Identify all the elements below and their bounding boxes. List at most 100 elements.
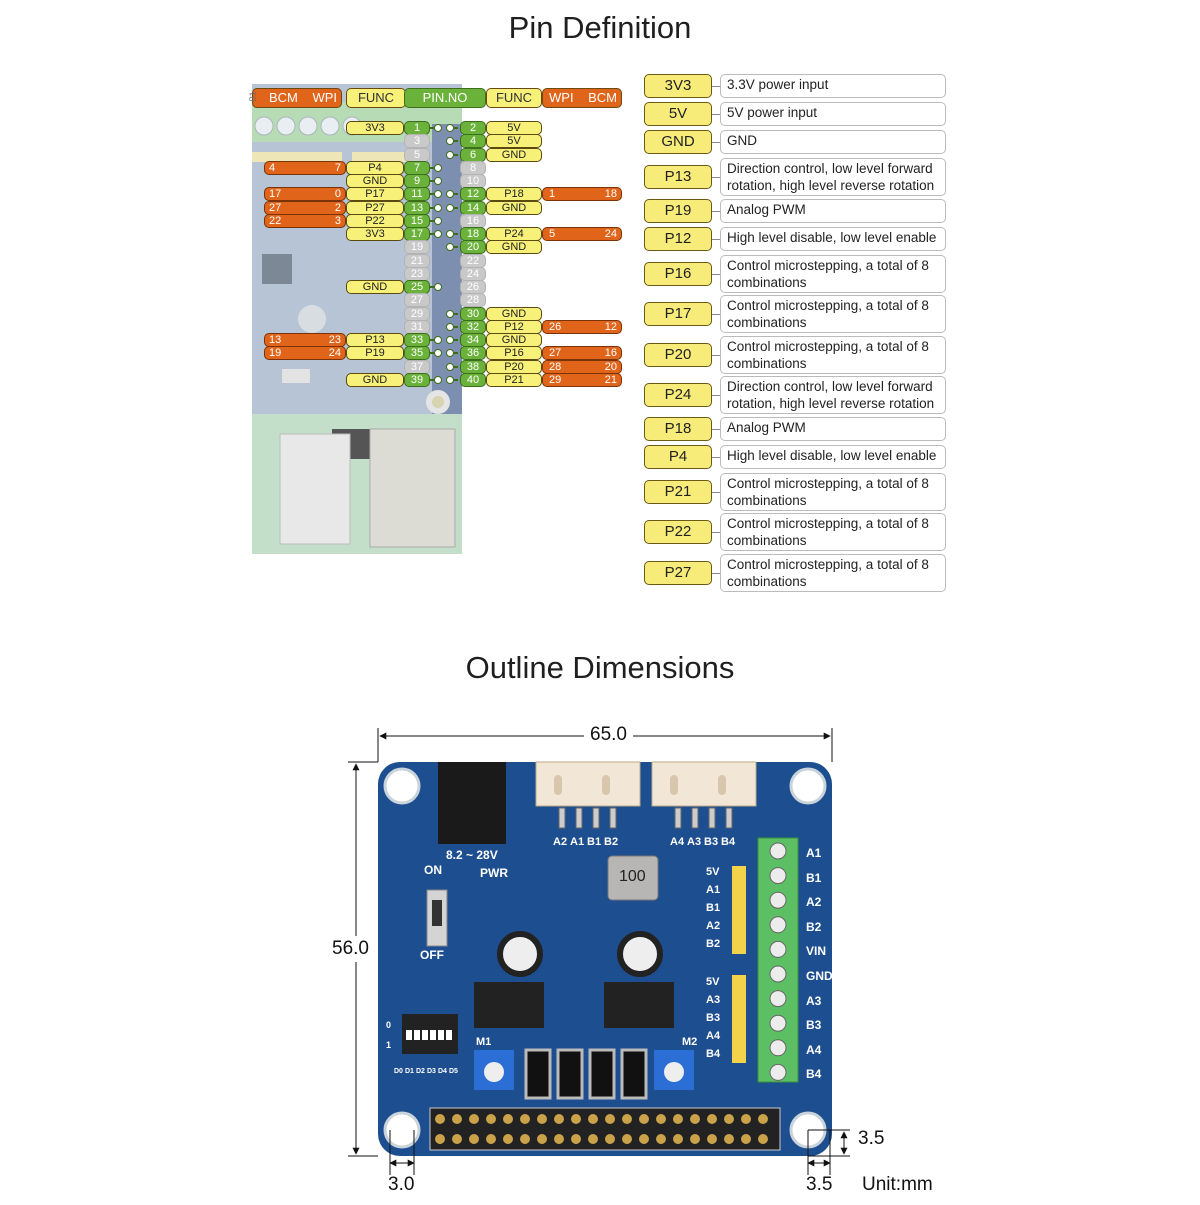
- header1-label: B2: [706, 938, 721, 950]
- dip-label: D2: [416, 1068, 425, 1075]
- gpio-pin: [554, 1114, 564, 1124]
- header1-label: 5V: [706, 866, 720, 878]
- dip-label: D4: [438, 1068, 447, 1075]
- terminal-screw: [769, 1063, 787, 1081]
- legend-key: P24: [644, 383, 712, 407]
- bcm-right: 18: [604, 188, 617, 201]
- gpio-pin: [622, 1134, 632, 1144]
- wpi-left: 24: [328, 347, 341, 360]
- func-label-right: GND: [486, 333, 542, 347]
- gpio-pin: [469, 1134, 479, 1144]
- legend-key: P19: [644, 198, 712, 223]
- func-label-left: 3V3: [346, 227, 404, 241]
- wpi-right: 26: [549, 320, 562, 333]
- pin-number-right: 32: [460, 319, 486, 334]
- gpio-pin: [605, 1114, 615, 1124]
- legend-key: P4: [644, 444, 712, 469]
- legend-key: P20: [644, 342, 712, 367]
- pin-number-left: 35: [404, 346, 430, 361]
- legend-description: Control microstepping, a total of 8 comb…: [720, 553, 946, 592]
- terminal-label: A1: [806, 846, 822, 860]
- wpi-left: 0: [334, 188, 341, 201]
- pin-connector-left: [430, 177, 442, 185]
- bcm-left: 19: [269, 347, 282, 360]
- motor1-pin-label: A2: [553, 836, 568, 848]
- func-label-right: P20: [486, 359, 542, 374]
- terminal-label: A3: [806, 993, 822, 1008]
- terminal-label: B4: [806, 1067, 822, 1082]
- pin-number-left: 3: [404, 134, 430, 149]
- bcm-left: 17: [269, 188, 282, 201]
- motor-connector-2: [651, 761, 757, 829]
- dip-label: D1: [405, 1068, 414, 1075]
- func-label-left: P27: [346, 200, 404, 215]
- pin-connector-right: [446, 349, 458, 358]
- terminal-screw: [769, 916, 787, 934]
- pin-connector-left: [430, 190, 442, 199]
- legend-connector: [712, 114, 720, 115]
- pwr-led-label: PWR: [480, 866, 508, 880]
- pin-number-left: 23: [404, 266, 430, 281]
- header1-label: A2: [706, 920, 721, 932]
- pin-connector-left: [430, 349, 442, 358]
- legend-connector: [712, 491, 720, 493]
- legend-connector: [712, 456, 720, 458]
- pin-number-right: 40: [460, 372, 486, 387]
- header2-label: B4: [706, 1048, 721, 1060]
- pin-number-left: 13: [404, 200, 430, 215]
- terminal-screw: [769, 1014, 787, 1032]
- pin-connector-right: [446, 243, 458, 252]
- gpio-pin: [469, 1114, 479, 1124]
- header-pin-no: PIN.NO: [404, 88, 486, 108]
- func-label-right: P18: [486, 187, 542, 202]
- gpio-pin: [605, 1134, 615, 1144]
- switch-off-label: OFF: [420, 948, 444, 962]
- motor-connector-1: [535, 761, 641, 829]
- pin-connector-left: [430, 203, 442, 212]
- func-label-right: GND: [486, 147, 542, 162]
- pin-connector-right: [446, 230, 458, 238]
- wpi-right: 5: [549, 228, 556, 240]
- pin-connector-right: [446, 336, 458, 344]
- m2-label: M2: [682, 1036, 698, 1048]
- outline-diagram: 65.0 56.0 3.0 3.5 3.5 Unit:mm 8.2 ~ 28V …: [332, 720, 940, 1200]
- gpio-pin: [656, 1134, 666, 1144]
- pin-number-left: 5: [404, 147, 430, 162]
- legend-key: 5V: [644, 102, 712, 126]
- outline-dimensions-title: Outline Dimensions: [465, 650, 735, 685]
- driver-chip-2: [604, 982, 674, 1028]
- wpi-right: 28: [549, 360, 562, 373]
- wpi-left: 3: [334, 214, 341, 227]
- gpio-pin: [758, 1134, 768, 1144]
- gpio-pin: [673, 1134, 683, 1144]
- pin-number-left: 15: [404, 213, 430, 228]
- legend-key: P21: [644, 479, 712, 504]
- legend-key: 3V3: [644, 74, 712, 98]
- terminal-label: A2: [806, 895, 822, 910]
- dc-power-jack: [438, 762, 506, 844]
- pin-number-left: 37: [404, 359, 430, 374]
- pin-number-left: 7: [404, 160, 430, 175]
- wpi-left: 7: [334, 161, 341, 174]
- legend-connector: [712, 572, 720, 574]
- legend-description: Control microstepping, a total of 8 comb…: [720, 335, 946, 374]
- header2-label: A4: [706, 1030, 721, 1042]
- legend-key: P18: [644, 416, 712, 441]
- motor2-pin-label: A3: [687, 836, 702, 848]
- legend-connector: [712, 142, 720, 143]
- func-label-left: P13: [346, 333, 404, 347]
- legend-description: Control microstepping, a total of 8 comb…: [720, 254, 946, 293]
- header1-label: B1: [706, 902, 721, 914]
